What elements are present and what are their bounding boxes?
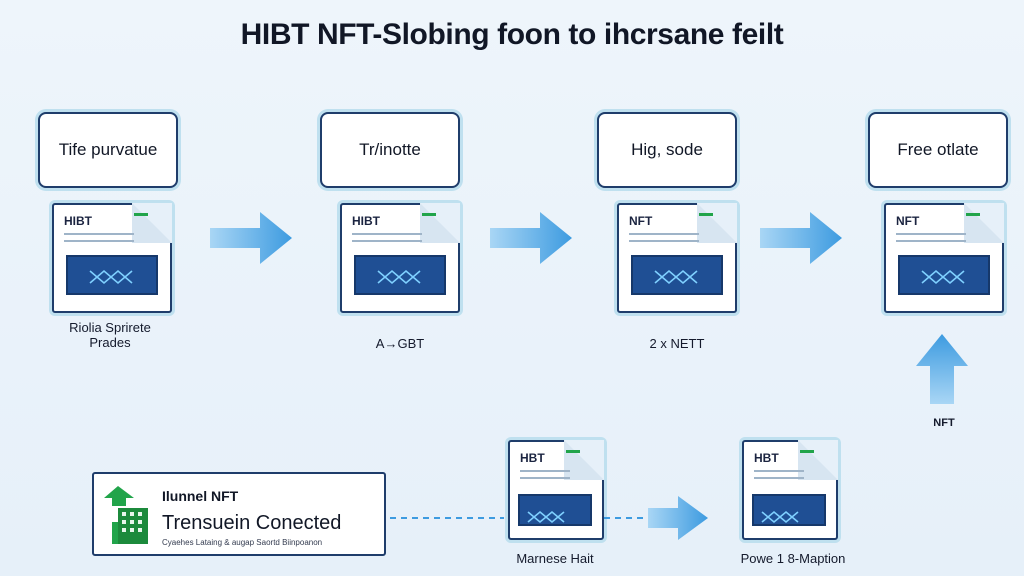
document-icon: HBT (742, 440, 862, 550)
diagram-title: HIBT NFT-Slobing foon to ihcrsane feilt (240, 18, 784, 51)
doc-label: HBT (520, 451, 545, 465)
bottom-caption: Marnese Hait (516, 551, 594, 566)
info-box: Ilunnel NFT Trensuein Conected Cyaehes L… (92, 472, 386, 556)
bottom-caption: Powe 1 8-Maption (740, 551, 846, 566)
building-logo-icon (104, 486, 148, 544)
step-caption: 2 x NETT (649, 336, 705, 351)
network-screen-icon (898, 255, 990, 295)
right-arrow-icon (648, 496, 708, 540)
up-arrow-icon (916, 334, 968, 404)
doc-label: HIBT (352, 214, 380, 228)
step-label: Tr/inotte (359, 140, 421, 159)
step-caption: NFT (933, 417, 955, 429)
step-box-1: Tife purvatue (38, 112, 178, 188)
network-screen-icon (631, 255, 723, 295)
info-title: Ilunnel NFT (162, 488, 239, 504)
doc-label: NFT (896, 214, 920, 228)
document-icon: HIBT (52, 203, 172, 313)
step-label: Tife purvatue (58, 140, 158, 159)
step-caption: Riolia Sprirete Prades (69, 320, 151, 350)
doc-label: HIBT (64, 214, 92, 228)
right-arrow-icon (760, 212, 842, 264)
doc-label: NFT (629, 214, 653, 228)
step-box-4: Free otlate (868, 112, 1008, 188)
step-caption: A→GBT (375, 336, 425, 351)
step-label: Free otlate (897, 140, 979, 159)
info-subtext: Cyaehes Lataing & augap Saortd Biinpoano… (162, 538, 323, 547)
right-arrow-icon (490, 212, 572, 264)
info-heading: Trensuein Conected (162, 512, 342, 534)
document-icon: NFT (884, 203, 1004, 313)
network-glyphs (89, 269, 965, 524)
document-icon: HIBT (340, 203, 460, 313)
right-arrow-icon (210, 212, 292, 264)
step-label: Hig, sode (631, 140, 703, 159)
doc-label: HBT (754, 451, 779, 465)
network-screen-icon (66, 255, 158, 295)
network-screen-icon (752, 494, 826, 526)
step-box-2: Tr/inotte (320, 112, 460, 188)
network-screen-icon (354, 255, 446, 295)
step-box-3: Hig, sode (597, 112, 737, 188)
document-icon: NFT (617, 203, 737, 313)
